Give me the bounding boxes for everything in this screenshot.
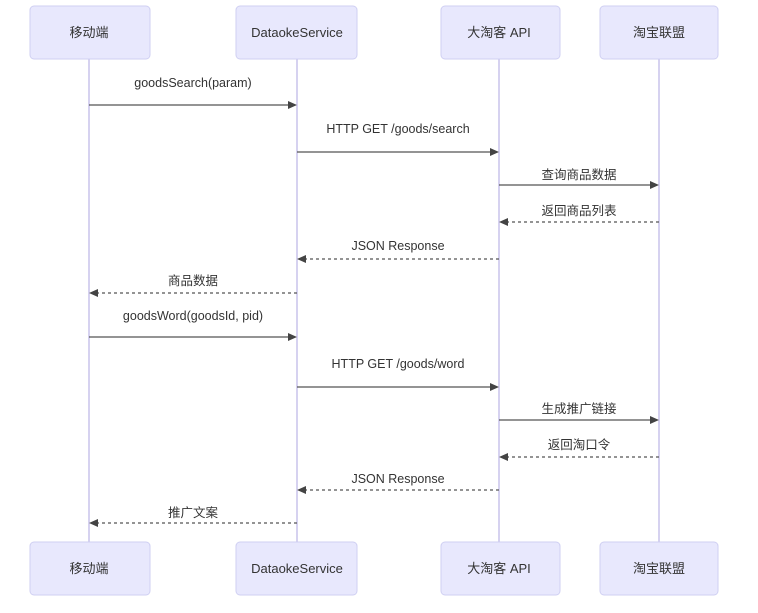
message-label: 推广文案 xyxy=(168,505,219,520)
message-3: 查询商品数据 xyxy=(499,167,659,189)
participant-label: DataokeService xyxy=(251,561,343,576)
arrow-head-icon xyxy=(297,486,306,494)
message-label: HTTP GET /goods/search xyxy=(326,122,469,136)
message-label: JSON Response xyxy=(351,239,444,253)
participant-alimama-bottom[interactable]: 淘宝联盟 xyxy=(599,541,719,596)
participant-mobile-top[interactable]: 移动端 xyxy=(29,5,151,60)
message-9: 生成推广链接 xyxy=(499,401,659,424)
message-label: HTTP GET /goods/word xyxy=(332,357,465,371)
participant-label: 大淘客 API xyxy=(467,561,531,576)
arrow-head-icon xyxy=(297,255,306,263)
message-2: HTTP GET /goods/search xyxy=(297,122,499,156)
arrow-head-icon xyxy=(288,333,297,341)
message-11: JSON Response xyxy=(297,472,499,494)
participant-box[interactable] xyxy=(440,541,561,596)
message-6: 商品数据 xyxy=(89,273,297,297)
message-7: goodsWord(goodsId, pid) xyxy=(89,309,297,341)
participant-label: 移动端 xyxy=(69,25,108,40)
message-label: 查询商品数据 xyxy=(541,167,616,182)
participant-box[interactable] xyxy=(599,5,719,60)
participant-label: 淘宝联盟 xyxy=(633,561,685,576)
message-12: 推广文案 xyxy=(89,505,297,527)
message-label: 生成推广链接 xyxy=(541,401,617,416)
message-label: 返回商品列表 xyxy=(541,203,617,218)
participant-dtk-top[interactable]: 大淘客 API xyxy=(440,5,561,60)
participant-label: DataokeService xyxy=(251,25,343,40)
participant-dtk-bottom[interactable]: 大淘客 API xyxy=(440,541,561,596)
message-label: JSON Response xyxy=(351,472,444,486)
participants-top-group: 移动端 DataokeService 大淘客 API 淘宝联盟 xyxy=(29,5,719,60)
message-label: 返回淘口令 xyxy=(548,437,611,452)
participant-box[interactable] xyxy=(29,541,151,596)
participant-mobile-bottom[interactable]: 移动端 xyxy=(29,541,151,596)
message-label: goodsSearch(param) xyxy=(134,76,251,90)
participant-label: 移动端 xyxy=(69,561,108,576)
arrow-head-icon xyxy=(650,416,659,424)
participants-bottom-group: 移动端 DataokeService 大淘客 API 淘宝联盟 xyxy=(29,541,719,596)
participant-service-bottom[interactable]: DataokeService xyxy=(235,541,358,596)
arrow-head-icon xyxy=(499,453,508,461)
arrow-head-icon xyxy=(89,289,98,297)
participant-service-top[interactable]: DataokeService xyxy=(235,5,358,60)
lifelines-group xyxy=(88,59,660,542)
message-10: 返回淘口令 xyxy=(499,437,659,461)
arrow-head-icon xyxy=(650,181,659,189)
participant-box[interactable] xyxy=(599,541,719,596)
participant-alimama-top[interactable]: 淘宝联盟 xyxy=(599,5,719,60)
participant-box[interactable] xyxy=(29,5,151,60)
arrow-head-icon xyxy=(490,148,499,156)
participant-box[interactable] xyxy=(440,5,561,60)
arrow-head-icon xyxy=(499,218,508,226)
arrow-head-icon xyxy=(288,101,297,109)
message-1: goodsSearch(param) xyxy=(89,76,297,109)
messages-group: goodsSearch(param) HTTP GET /goods/search… xyxy=(89,76,659,527)
message-8: HTTP GET /goods/word xyxy=(297,357,499,391)
arrow-head-icon xyxy=(490,383,499,391)
message-4: 返回商品列表 xyxy=(499,203,659,226)
message-label: goodsWord(goodsId, pid) xyxy=(123,309,263,323)
participant-label: 淘宝联盟 xyxy=(633,25,685,40)
participant-box[interactable] xyxy=(235,5,358,60)
message-5: JSON Response xyxy=(297,239,499,263)
participant-label: 大淘客 API xyxy=(467,25,531,40)
arrow-head-icon xyxy=(89,519,98,527)
participant-box[interactable] xyxy=(235,541,358,596)
message-label: 商品数据 xyxy=(168,273,218,288)
